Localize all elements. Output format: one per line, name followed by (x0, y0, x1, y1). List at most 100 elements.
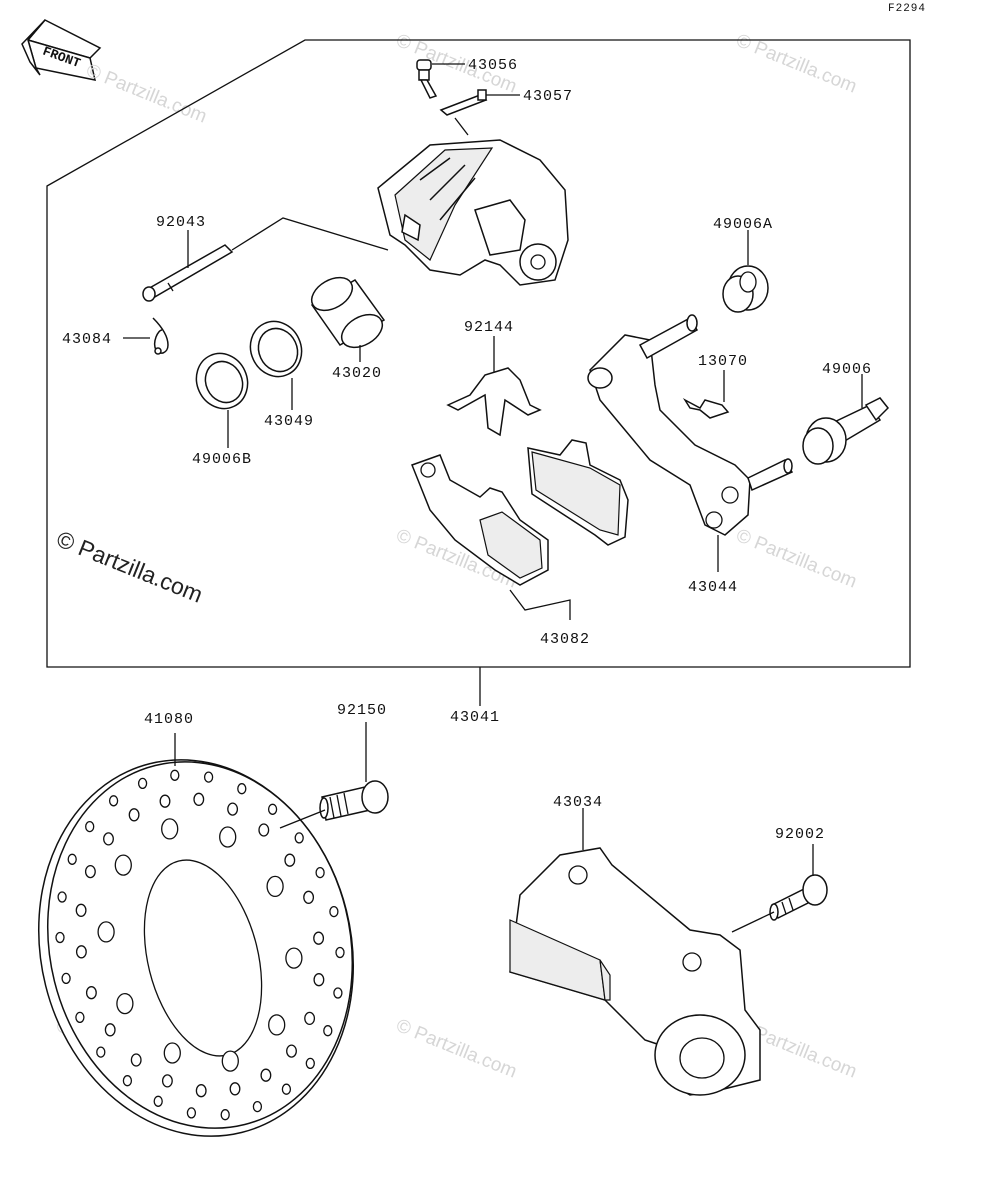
pad-retainer-clip-icon (682, 398, 730, 419)
disc-hole (333, 987, 343, 999)
watermark: © Partzilla.com (393, 1015, 520, 1082)
label-43082[interactable]: 43082 (540, 631, 590, 648)
label-13070[interactable]: 13070 (698, 353, 748, 370)
disc-hole (137, 777, 148, 790)
label-49006B[interactable]: 49006B (192, 451, 252, 468)
disc-hole (221, 1050, 239, 1072)
disc-hole (203, 771, 214, 783)
disc-hole (114, 854, 132, 876)
label-92002[interactable]: 92002 (775, 826, 825, 843)
disc-bolt-icon (319, 780, 389, 821)
disc-hole (304, 1011, 316, 1026)
disc-hole (97, 921, 115, 943)
disc-hole (260, 1068, 272, 1082)
caliper-body-icon (377, 139, 569, 286)
brake-pad-inner-icon (527, 439, 629, 546)
disc-hole (294, 832, 304, 844)
disc-hole (159, 794, 171, 808)
disc-hole (55, 931, 65, 944)
disc-hole (186, 1107, 197, 1119)
disc-hole (75, 1011, 85, 1024)
disc-hole (163, 1042, 181, 1064)
disc-hole (268, 1014, 286, 1036)
disc-hole (313, 973, 325, 987)
watermark: © Partzilla.com (733, 525, 860, 592)
disc-hole (130, 1053, 142, 1067)
figure-code: F2294 (888, 3, 926, 15)
label-43049[interactable]: 43049 (264, 413, 314, 430)
disc-hole (305, 1057, 315, 1070)
disc-hole (161, 818, 179, 840)
disc-hole (67, 853, 77, 865)
disc-hole (313, 931, 325, 945)
label-43034[interactable]: 43034 (553, 794, 603, 811)
bleeder-valve-icon (416, 59, 438, 99)
disc-hole (161, 1074, 173, 1088)
disc-hole (227, 802, 239, 816)
disc-hole (84, 864, 96, 879)
label-41080[interactable]: 41080 (144, 711, 194, 728)
disc-hole (57, 891, 67, 903)
piston-seal-icon (249, 320, 303, 378)
disc-hole (116, 992, 134, 1015)
disc-hole (220, 1109, 230, 1121)
disc-hole (153, 1095, 163, 1107)
disc-hole (96, 1046, 106, 1058)
label-49006A[interactable]: 49006A (713, 216, 773, 233)
disc-hole (237, 783, 247, 795)
disc-hole (61, 972, 71, 985)
label-92150[interactable]: 92150 (337, 702, 387, 719)
disc-hole (219, 826, 237, 848)
disc-hole (193, 792, 205, 806)
caliper-pin-icon (142, 244, 234, 302)
label-92144[interactable]: 92144 (464, 319, 514, 336)
disc-hole (104, 1023, 116, 1037)
bleeder-cap-icon (439, 89, 488, 116)
disc-hole (75, 945, 87, 959)
disc-hole (329, 905, 339, 918)
brake-disc-icon (37, 759, 355, 1137)
disc-hole (267, 803, 278, 815)
dust-seal-icon (195, 352, 249, 410)
label-43056[interactable]: 43056 (468, 57, 518, 74)
caliper-bracket-icon (587, 314, 794, 536)
label-43084[interactable]: 43084 (62, 331, 112, 348)
label-43044[interactable]: 43044 (688, 579, 738, 596)
brake-pad-outer-icon (411, 454, 549, 586)
disc-hole (122, 1075, 133, 1087)
disc-hole (285, 947, 303, 969)
front-arrow-icon: FRONT (21, 19, 102, 81)
label-43057[interactable]: 43057 (523, 88, 573, 105)
pin-boot-a-icon (722, 265, 769, 313)
disc-hole (281, 1083, 292, 1095)
label-43041[interactable]: 43041 (450, 709, 500, 726)
cotter-pin-icon (152, 317, 169, 355)
disc-hole (128, 808, 140, 822)
caliper-assembly-frame (46, 39, 911, 668)
caliper-mount-bracket-icon (509, 847, 761, 1096)
label-92043[interactable]: 92043 (156, 214, 206, 231)
disc-hole (108, 795, 119, 807)
disc-hole (335, 946, 345, 959)
pad-spring-icon (446, 367, 542, 437)
piston-icon (310, 276, 386, 349)
label-43020[interactable]: 43020 (332, 365, 382, 382)
disc-hole (103, 832, 114, 846)
disc-hole (75, 903, 87, 917)
disc-hole (303, 890, 315, 904)
disc-hole (229, 1082, 241, 1096)
disc-hole (266, 875, 284, 898)
disc-hole (323, 1025, 333, 1037)
disc-hole (252, 1100, 263, 1113)
copyright-text: © Partzilla.com (53, 526, 206, 608)
disc-hole (170, 769, 180, 781)
disc-hole (85, 820, 95, 833)
disc-hole (195, 1084, 207, 1098)
disc-hole (258, 823, 270, 837)
label-49006[interactable]: 49006 (822, 361, 872, 378)
disc-hole (315, 866, 325, 879)
disc-hole (284, 853, 296, 867)
disc-hole (286, 1044, 297, 1058)
watermark: © Partzilla.com (83, 60, 210, 127)
